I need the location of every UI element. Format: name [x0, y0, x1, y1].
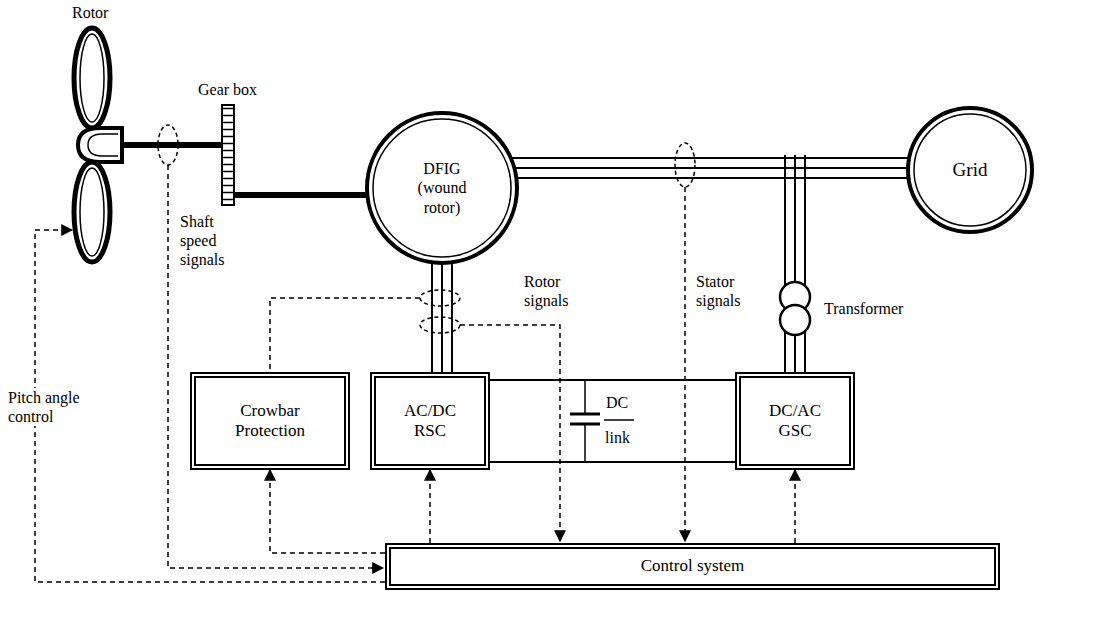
- connector-line: [516, 177, 908, 179]
- part-name: Gear box: [196, 80, 259, 99]
- connector-line: [441, 263, 443, 372]
- connector-line: [431, 262, 433, 372]
- signal-line: [684, 187, 686, 541]
- control-signal: [795, 470, 796, 543]
- connector-line: [794, 470, 796, 543]
- gear-box: [222, 105, 234, 205]
- circle-inner: [914, 114, 1026, 226]
- control-box: Control system: [385, 543, 1000, 590]
- rotor-hub-inner: [88, 134, 118, 156]
- stator-bus: [511, 158, 909, 178]
- wire: [784, 332, 786, 372]
- part-name: link: [603, 428, 632, 447]
- sensor-ellipse: [158, 125, 178, 165]
- capacitor-plate: [570, 413, 600, 416]
- signal-name: Pitch angle control: [6, 388, 95, 426]
- part-name: Rotor: [70, 3, 110, 22]
- rotor-blade-inner: [80, 168, 104, 256]
- sensor-ellipse: [420, 317, 460, 333]
- dc-link: [490, 380, 735, 462]
- node-text: AC/DC RSC: [395, 401, 465, 442]
- node-text: Grid: [953, 159, 988, 182]
- transformer-winding: [780, 305, 810, 335]
- connector-line: [511, 157, 909, 159]
- wire: [804, 332, 806, 372]
- sensor-ellipse: [675, 143, 695, 187]
- node-text: Crowbar Protection: [215, 401, 325, 442]
- control-signal: [430, 470, 431, 543]
- signal-name: Stator signals: [694, 272, 768, 310]
- fraction-bar: [604, 419, 634, 421]
- connector-line: [270, 470, 385, 553]
- signal-line: [168, 165, 383, 568]
- connector-line: [514, 167, 908, 169]
- wire: [804, 155, 806, 285]
- capacitor-lead: [584, 380, 586, 414]
- circle-inner: [373, 119, 511, 257]
- connector-line: [451, 262, 453, 372]
- rotor-hub: [78, 128, 122, 162]
- control-signal: [270, 470, 385, 553]
- connector-line: [490, 461, 735, 463]
- rotor-wires: [432, 262, 452, 372]
- node-text: Control system: [641, 556, 744, 576]
- wire: [794, 155, 796, 282]
- high-speed-shaft: [234, 192, 369, 198]
- generator-circle: DFIG (wound rotor): [364, 110, 520, 266]
- protection-box: Crowbar Protection: [190, 372, 350, 470]
- grid-circle: Grid: [905, 105, 1035, 235]
- part-name: Transformer: [822, 299, 905, 318]
- part-name: DC: [604, 393, 630, 412]
- capacitor-lead: [584, 424, 586, 462]
- rotor-blade: [74, 162, 110, 262]
- node-text: DC/AC GSC: [760, 401, 830, 442]
- signal-name: Shaft speed signals: [178, 212, 242, 270]
- signal-name: Rotor signals: [522, 272, 596, 310]
- rotor-blade-inner: [80, 34, 104, 122]
- circle-outer: [908, 108, 1032, 232]
- circle-outer: [367, 113, 517, 263]
- connector-line: [490, 379, 735, 381]
- node-text: DFIG (wound rotor): [411, 159, 473, 217]
- crowbar-wire: [270, 298, 420, 372]
- connector-line: [429, 470, 431, 543]
- low-speed-shaft: [122, 142, 222, 148]
- converter-box: AC/DC RSC: [370, 372, 490, 470]
- sensor-ellipse: [420, 290, 460, 306]
- converter-box: DC/AC GSC: [735, 372, 855, 470]
- rotor-blade: [74, 28, 110, 128]
- wire: [794, 335, 796, 372]
- wire: [784, 155, 786, 285]
